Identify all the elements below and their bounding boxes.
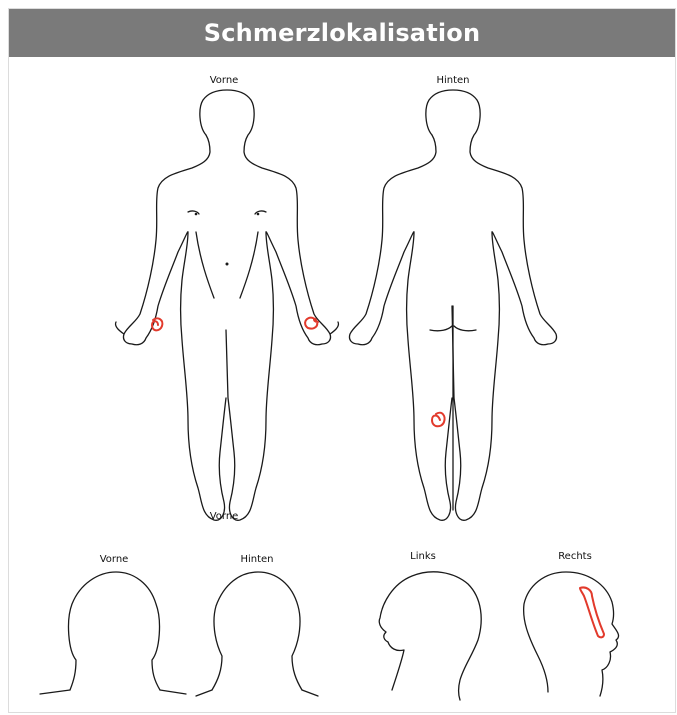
head-right-figure[interactable]: [524, 572, 619, 696]
head-left-figure[interactable]: [379, 572, 481, 700]
back-body-figure[interactable]: [349, 90, 556, 520]
head-back-figure[interactable]: [196, 572, 318, 696]
pain-mark-back-left-thigh: [432, 413, 445, 427]
front-body-figure[interactable]: [115, 90, 338, 520]
pain-mark-front-left-hand: [305, 318, 318, 329]
head-front-figure[interactable]: [40, 572, 186, 694]
pain-mark-head-right: [580, 587, 604, 637]
